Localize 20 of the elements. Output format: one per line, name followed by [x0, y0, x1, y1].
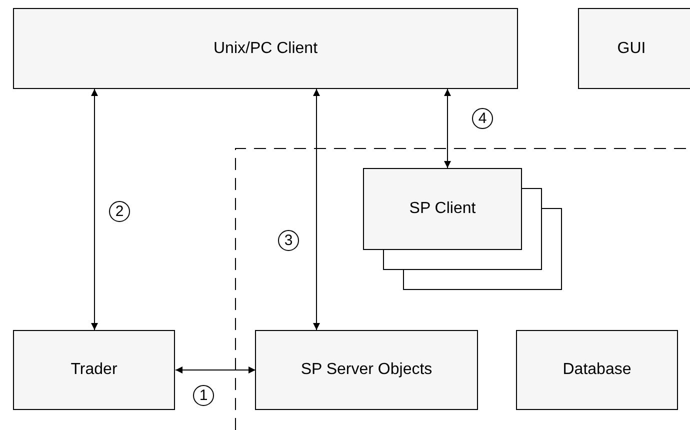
process-box: [255, 330, 478, 410]
process-box: [363, 168, 522, 250]
arrow: [313, 88, 320, 330]
edge-label: 3: [278, 230, 299, 251]
box-label: GUI: [617, 40, 646, 58]
edge-label: 2: [109, 201, 130, 222]
edge-label: 4: [472, 108, 493, 129]
box-label: Unix/PC Client: [213, 40, 318, 58]
process-box: [578, 8, 690, 89]
process-box: [13, 8, 518, 89]
arrow: [444, 88, 451, 168]
arrow: [175, 366, 256, 374]
box-label: Trader: [70, 361, 118, 379]
process-box: [13, 330, 175, 410]
box-label: SP Server Objects: [300, 361, 432, 379]
edge-label: 1: [193, 385, 214, 406]
box-label: Database: [562, 361, 632, 379]
process-box: [516, 330, 678, 410]
arrow: [91, 88, 98, 330]
box-label: SP Client: [409, 200, 476, 218]
